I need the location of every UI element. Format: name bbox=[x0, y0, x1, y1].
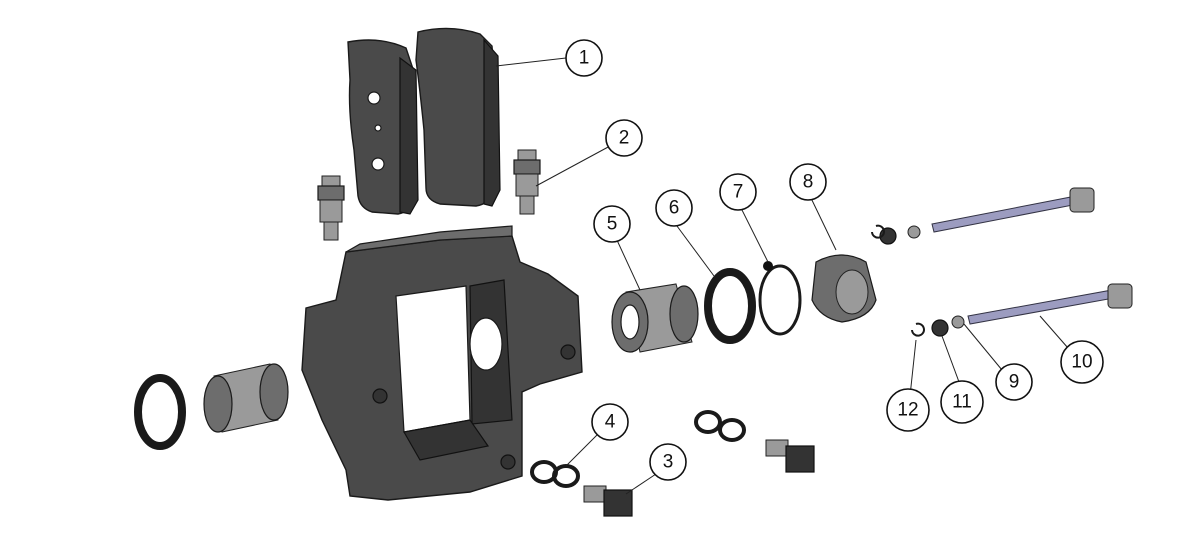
guide-pin-upper bbox=[871, 187, 1095, 245]
bleeder-screw-left bbox=[317, 175, 345, 241]
callout-8: 8 bbox=[789, 163, 827, 201]
callout-9-label: 9 bbox=[1009, 372, 1020, 393]
seal-6 bbox=[704, 268, 756, 344]
callout-8-label: 8 bbox=[803, 172, 814, 193]
dust-boot-8 bbox=[811, 254, 877, 323]
callout-1-label: 1 bbox=[579, 48, 590, 69]
bleeder-screw-right bbox=[513, 149, 541, 215]
callout-3: 3 bbox=[649, 443, 687, 481]
callout-11: 11 bbox=[940, 380, 984, 424]
piston-left bbox=[203, 363, 289, 433]
piston-5 bbox=[611, 283, 699, 353]
callout-12-label: 12 bbox=[897, 400, 918, 421]
retaining-ring-7 bbox=[758, 261, 802, 336]
callout-5: 5 bbox=[593, 205, 631, 243]
callout-1: 1 bbox=[565, 39, 603, 77]
banjo-bolt-right bbox=[765, 439, 815, 473]
brake-pad-left bbox=[347, 39, 419, 215]
callout-9: 9 bbox=[995, 363, 1033, 401]
washers-4-right bbox=[694, 410, 746, 442]
callout-4-label: 4 bbox=[605, 412, 616, 433]
washers-4-left bbox=[530, 460, 580, 488]
brake-pad-right bbox=[415, 27, 501, 207]
callout-10-label: 10 bbox=[1071, 352, 1092, 373]
leader-lines bbox=[495, 57, 1069, 495]
banjo-bolt-left bbox=[583, 485, 633, 517]
callout-10: 10 bbox=[1060, 340, 1104, 384]
callout-6: 6 bbox=[655, 189, 693, 227]
piston-seal-left bbox=[134, 374, 186, 450]
guide-pin-lower bbox=[911, 283, 1133, 337]
callout-7-label: 7 bbox=[733, 182, 744, 203]
callout-5-label: 5 bbox=[607, 214, 618, 235]
callout-11-label: 11 bbox=[952, 392, 972, 413]
callout-3-label: 3 bbox=[663, 452, 674, 473]
callout-4: 4 bbox=[591, 403, 629, 441]
callout-7: 7 bbox=[719, 173, 757, 211]
caliper-housing bbox=[301, 225, 583, 501]
callout-2: 2 bbox=[605, 119, 643, 157]
callout-6-label: 6 bbox=[669, 198, 680, 219]
callout-12: 12 bbox=[886, 388, 930, 432]
callout-2-label: 2 bbox=[619, 128, 630, 149]
